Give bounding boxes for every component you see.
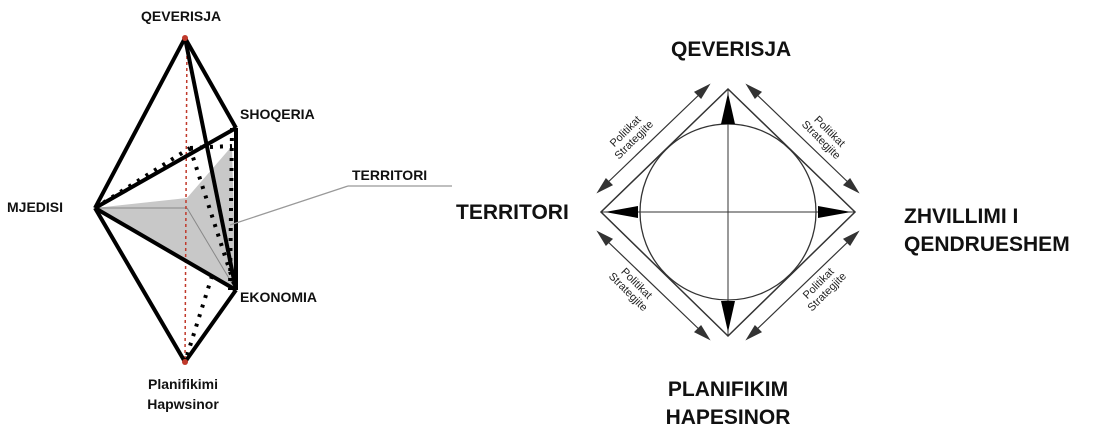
left-ekonomia-label: EKONOMIA — [240, 289, 317, 305]
left-top-label: QEVERISJA — [141, 8, 222, 24]
right-bottom-label-line1: PLANIFIKIM — [667, 378, 789, 401]
right-diamond-diagram — [596, 83, 860, 341]
left-territori-label: TERRITORI — [352, 167, 428, 183]
right-bottom-label: PLANIFIKIM HAPESINOR — [643, 376, 813, 432]
left-shoqeria-label: SHOQERIA — [240, 106, 315, 122]
arrow-upper-right — [745, 83, 860, 194]
spike-bottom — [721, 301, 735, 332]
left-bottom-label: Planifikimi Hapwsinor — [128, 374, 238, 414]
right-top-label: QEVERISJA — [671, 38, 792, 61]
right-right-label-line1: ZHVILLIMI I — [904, 205, 1019, 228]
arrow-lower-left — [596, 230, 711, 341]
spike-right — [818, 206, 851, 218]
arrow-upper-left — [596, 83, 711, 194]
vertex-top — [182, 35, 188, 41]
vertical-axis — [184, 37, 188, 363]
territori-plane — [95, 146, 236, 290]
territori-pointer — [229, 185, 349, 226]
vertex-bottom — [182, 359, 188, 365]
spike-left — [605, 206, 638, 218]
left-bottom-label-line2: Hapwsinor — [147, 396, 219, 412]
right-bottom-label-line2: HAPESINOR — [665, 406, 791, 429]
arrow-lower-right — [745, 230, 860, 341]
left-pyramid-diagram — [93, 35, 452, 365]
right-right-label-line2: QENDRUESHEM — [904, 233, 1070, 256]
plane-guide — [186, 207, 237, 291]
hidden-edges — [93, 127, 238, 363]
right-left-label: TERRITORI — [456, 201, 569, 224]
spike-top — [721, 93, 735, 124]
left-bottom-label-line1: Planifikimi — [147, 376, 219, 392]
left-mjedisi-label: MJEDISI — [7, 199, 64, 215]
visible-edges — [93, 37, 238, 364]
right-right-label: ZHVILLIMI I QENDRUESHEM — [904, 203, 1070, 259]
